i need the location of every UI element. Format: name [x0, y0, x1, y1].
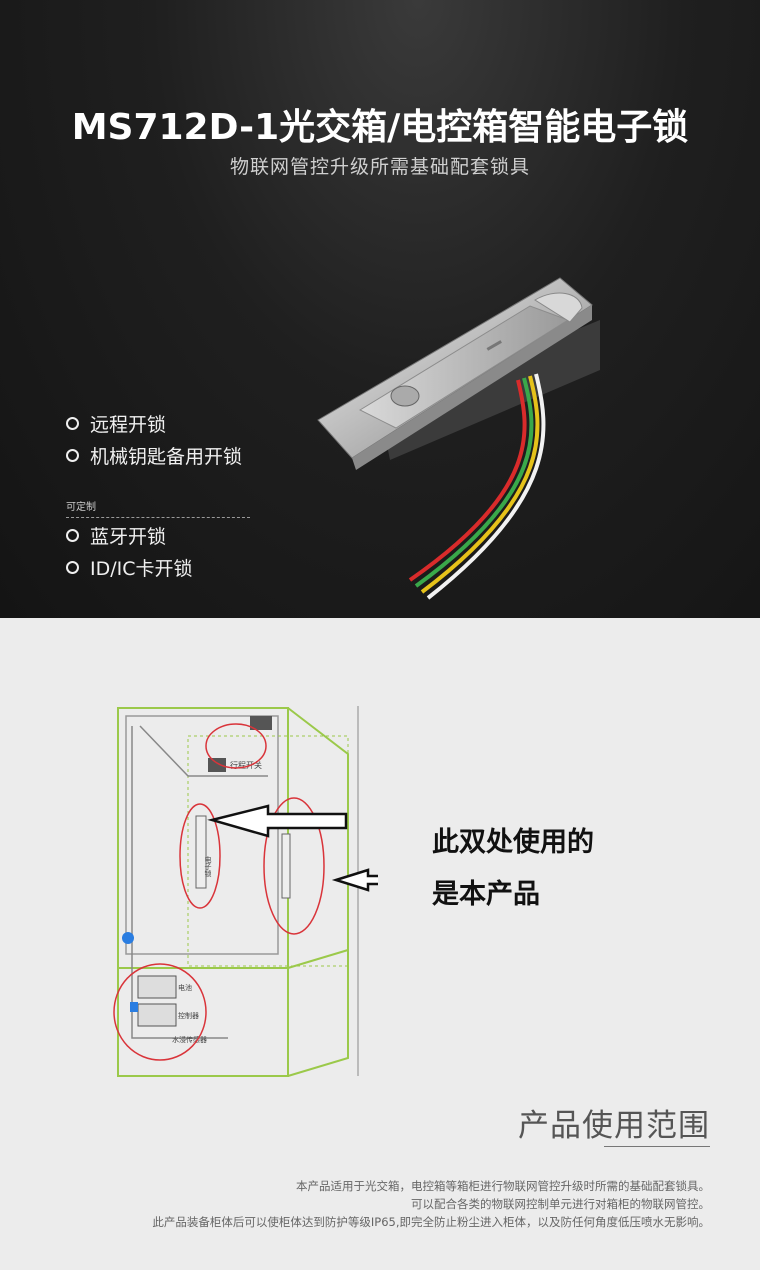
feature-label: 远程开锁 — [90, 414, 167, 436]
circle-bullet-icon — [66, 561, 79, 574]
usage-note-line2: 是本产品 — [432, 879, 540, 910]
usage-description-line: 此产品装备柜体后可以使柜体达到防护等级IP65,即完全防止粉尘进入柜体，以及防任… — [152, 1215, 710, 1229]
highlight-circle — [205, 723, 267, 769]
controller-label: 控制器 — [178, 1011, 199, 1020]
arrow-left-icon — [207, 804, 348, 838]
product-subtitle: 物联网管控升级所需基础配套锁具 — [229, 156, 530, 178]
usage-range-title: 产品使用范围 — [518, 1108, 710, 1144]
usage-note-line1: 此双处使用的 — [432, 827, 594, 858]
electronic-lock-label: 电子锁 — [204, 855, 212, 878]
circle-bullet-icon — [66, 449, 79, 462]
highlight-circle — [179, 803, 221, 909]
title-divider — [604, 1146, 710, 1147]
feature-card-unlock: ID/IC卡开锁 — [66, 554, 193, 581]
customizable-label: 可定制 — [66, 498, 250, 518]
feature-label: ID/IC卡开锁 — [90, 558, 193, 580]
usage-description-line: 可以配合各类的物联网控制单元进行对箱柜的物联网管控。 — [411, 1197, 710, 1211]
power-label: 电池 — [178, 983, 192, 992]
circle-bullet-icon — [66, 529, 79, 542]
cabinet-diagram: 行程开关 电子锁 电池 控制器 水浸传感器 — [113, 706, 378, 1077]
feature-remote-unlock: 远程开锁 — [66, 410, 166, 437]
highlight-circle — [263, 797, 325, 935]
usage-description-line: 本产品适用于光交箱，电控箱等箱柜进行物联网管控升级时所需的基础配套锁具。 — [296, 1179, 710, 1193]
feature-label: 蓝牙开锁 — [90, 526, 167, 548]
circle-bullet-icon — [66, 417, 79, 430]
product-hero: MS712D-1光交箱/电控箱智能电子锁 物联网管控升级所需基础配套锁具 远程开… — [0, 0, 760, 618]
highlight-circle — [113, 963, 207, 1061]
arrow-left-icon — [331, 868, 378, 892]
feature-label: 机械钥匙备用开锁 — [90, 446, 243, 468]
product-title: MS712D-1光交箱/电控箱智能电子锁 — [71, 107, 689, 148]
feature-bluetooth-unlock: 蓝牙开锁 — [66, 522, 166, 549]
travel-switch-label: 行程开关 — [230, 760, 262, 770]
water-sensor-label: 水浸传感器 — [172, 1035, 207, 1044]
usage-section: 行程开关 电子锁 电池 控制器 水浸传感器 此双处使用的 是本产品 产品使用范围… — [0, 618, 760, 1270]
feature-key-unlock: 机械钥匙备用开锁 — [66, 442, 242, 469]
product-lock-image — [317, 277, 600, 600]
